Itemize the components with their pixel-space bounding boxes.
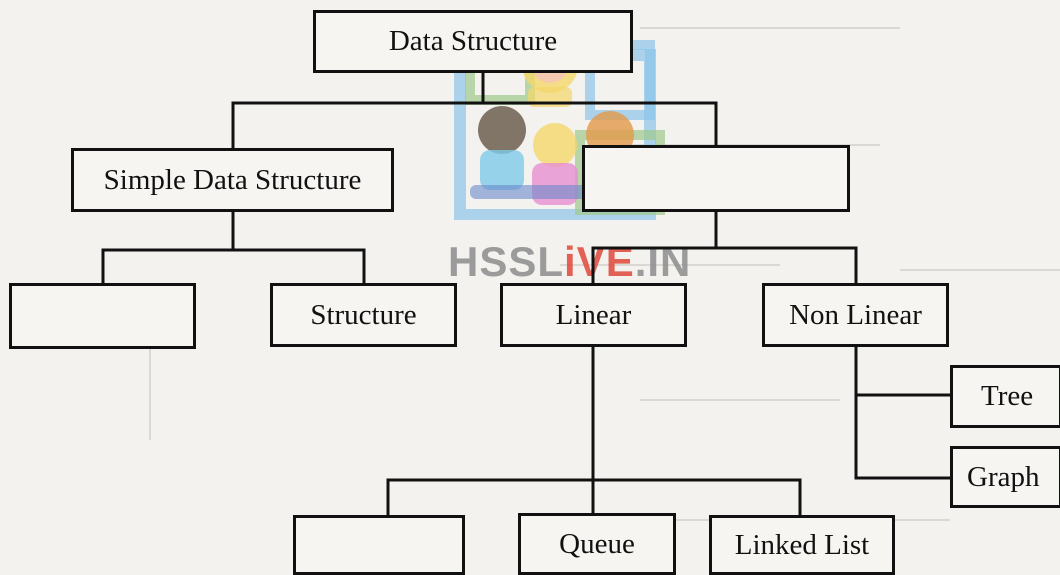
node-label: Simple Data Structure — [103, 163, 362, 196]
node-simple-data-structure: Simple Data Structure — [71, 148, 394, 212]
node-data-structure: Data Structure — [313, 10, 633, 73]
node-label: Linked List — [734, 528, 870, 561]
node-tree: Tree — [950, 365, 1060, 428]
node-linked-list: Linked List — [709, 515, 895, 575]
node-queue: Queue — [518, 513, 676, 575]
node-graph: Graph — [950, 446, 1060, 508]
node-label: Tree — [981, 380, 1034, 412]
node-compound-blank — [582, 145, 850, 212]
node-label: Data Structure — [388, 25, 558, 57]
node-structure: Structure — [270, 283, 457, 347]
node-label: Linear — [555, 298, 632, 331]
node-non-linear: Non Linear — [762, 283, 949, 347]
node-label: Non Linear — [789, 298, 922, 331]
node-label: Queue — [559, 527, 635, 560]
watermark-text: HSSLiVE.IN — [448, 238, 692, 285]
node-label: Graph — [967, 460, 1040, 493]
node-simple-blank — [9, 283, 196, 349]
node-linear-blank — [293, 515, 465, 575]
node-linear: Linear — [500, 283, 687, 347]
node-label: Structure — [310, 298, 417, 331]
